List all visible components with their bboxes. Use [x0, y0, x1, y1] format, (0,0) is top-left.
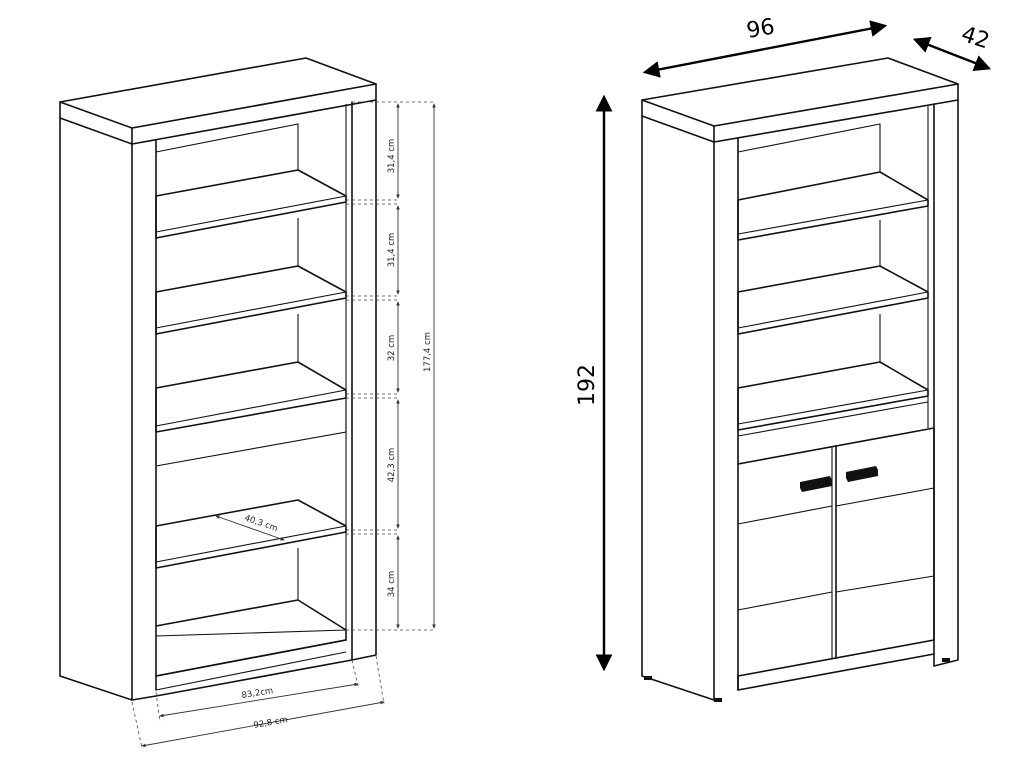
dim-shelf-3: 32 cm [387, 335, 397, 361]
dim-depth: 42 [958, 22, 992, 54]
dim-shelf-depth: 40,3 cm [243, 513, 279, 534]
dim-shelf-4: 42,3 cm [387, 448, 397, 483]
dim-height: 192 [575, 364, 600, 406]
dim-outer-width: 92,8 cm [253, 715, 289, 731]
dim-shelf-2: 31,4 cm [387, 233, 397, 268]
dim-inner-width: 83,2cm [241, 686, 274, 701]
shelf-1 [155, 169, 347, 266]
dim-shelf-5: 34 cm [387, 571, 397, 597]
foot [644, 676, 652, 680]
foot [714, 698, 722, 702]
foot [942, 658, 950, 662]
right-dimensions: 96 42 192 [575, 14, 993, 672]
shelf-bottom [155, 599, 347, 677]
left-door-handle [800, 476, 832, 492]
left-bookcase [59, 57, 377, 701]
shelf-2 [155, 265, 347, 362]
dim-total-inner-height: 177,4 cm [423, 332, 433, 372]
right-door-handle [846, 466, 878, 482]
dim-width: 96 [745, 14, 777, 43]
shelf-4 [155, 499, 347, 600]
shelf-3 [155, 361, 347, 467]
dim-shelf-1: 31,4 cm [387, 139, 397, 174]
right-cabinet [641, 57, 959, 702]
cabinet-doors [737, 401, 935, 691]
